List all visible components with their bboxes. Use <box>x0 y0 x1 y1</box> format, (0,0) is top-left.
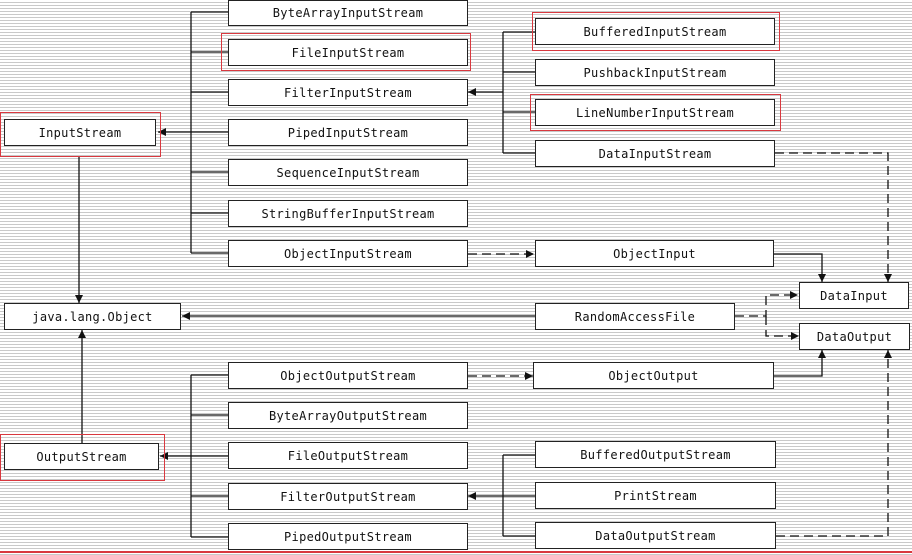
node-objectinputstream: ObjectInputStream <box>228 240 468 267</box>
node-java-lang-object: java.lang.Object <box>4 303 181 330</box>
node-stringbufferinputstream: StringBufferInputStream <box>228 200 468 227</box>
node-inputstream: InputStream <box>4 119 156 146</box>
linenumberinputstream-highlight <box>530 94 781 131</box>
node-datainput: DataInput <box>799 282 909 309</box>
node-dataoutputstream: DataOutputStream <box>535 522 776 549</box>
node-bytearrayoutputstream: ByteArrayOutputStream <box>228 402 468 429</box>
node-sequenceinputstream: SequenceInputStream <box>228 159 468 186</box>
node-outputstream: OutputStream <box>4 443 159 470</box>
node-objectinput: ObjectInput <box>535 240 774 267</box>
objectinput-to-datainput-arrow <box>774 253 826 282</box>
randomaccessfile-implements-dataoutput-arrow <box>765 316 799 340</box>
objectoutput-to-dataoutput-arrow <box>774 350 826 377</box>
inputstream-highlight <box>0 112 161 157</box>
node-printstream: PrintStream <box>535 482 776 509</box>
node-bufferedoutputstream: BufferedOutputStream <box>535 441 776 468</box>
datainputstream-implements-arrow <box>775 152 892 282</box>
node-objectoutputstream: ObjectOutputStream <box>228 362 468 389</box>
bufferedinputstream-highlight <box>532 12 780 51</box>
node-objectoutput: ObjectOutput <box>533 362 774 389</box>
node-pushbackinputstream: PushbackInputStream <box>535 59 775 86</box>
node-filterinputstream: FilterInputStream <box>228 79 468 106</box>
node-bufferedinputstream: BufferedInputStream <box>535 18 775 45</box>
node-bytearrayinputstream: ByteArrayInputStream <box>228 0 468 26</box>
node-linenumberinputstream: LineNumberInputStream <box>535 99 775 126</box>
node-filteroutputstream: FilterOutputStream <box>228 483 468 510</box>
node-pipedoutputstream: PipedOutputStream <box>228 523 468 550</box>
node-datainputstream: DataInputStream <box>535 140 775 167</box>
bottom-border-line <box>0 551 912 553</box>
node-randomaccessfile: RandomAccessFile <box>535 303 735 330</box>
outputstream-highlight <box>0 434 165 481</box>
node-pipedinputstream: PipedInputStream <box>228 119 468 146</box>
dataoutputstream-implements-arrow <box>776 350 892 537</box>
randomaccessfile-implements-datainput-arrow <box>735 291 798 317</box>
node-fileoutputstream: FileOutputStream <box>228 442 468 469</box>
node-dataoutput: DataOutput <box>799 323 910 350</box>
fileinputstream-highlight <box>221 33 471 71</box>
node-fileinputstream: FileInputStream <box>228 39 468 66</box>
